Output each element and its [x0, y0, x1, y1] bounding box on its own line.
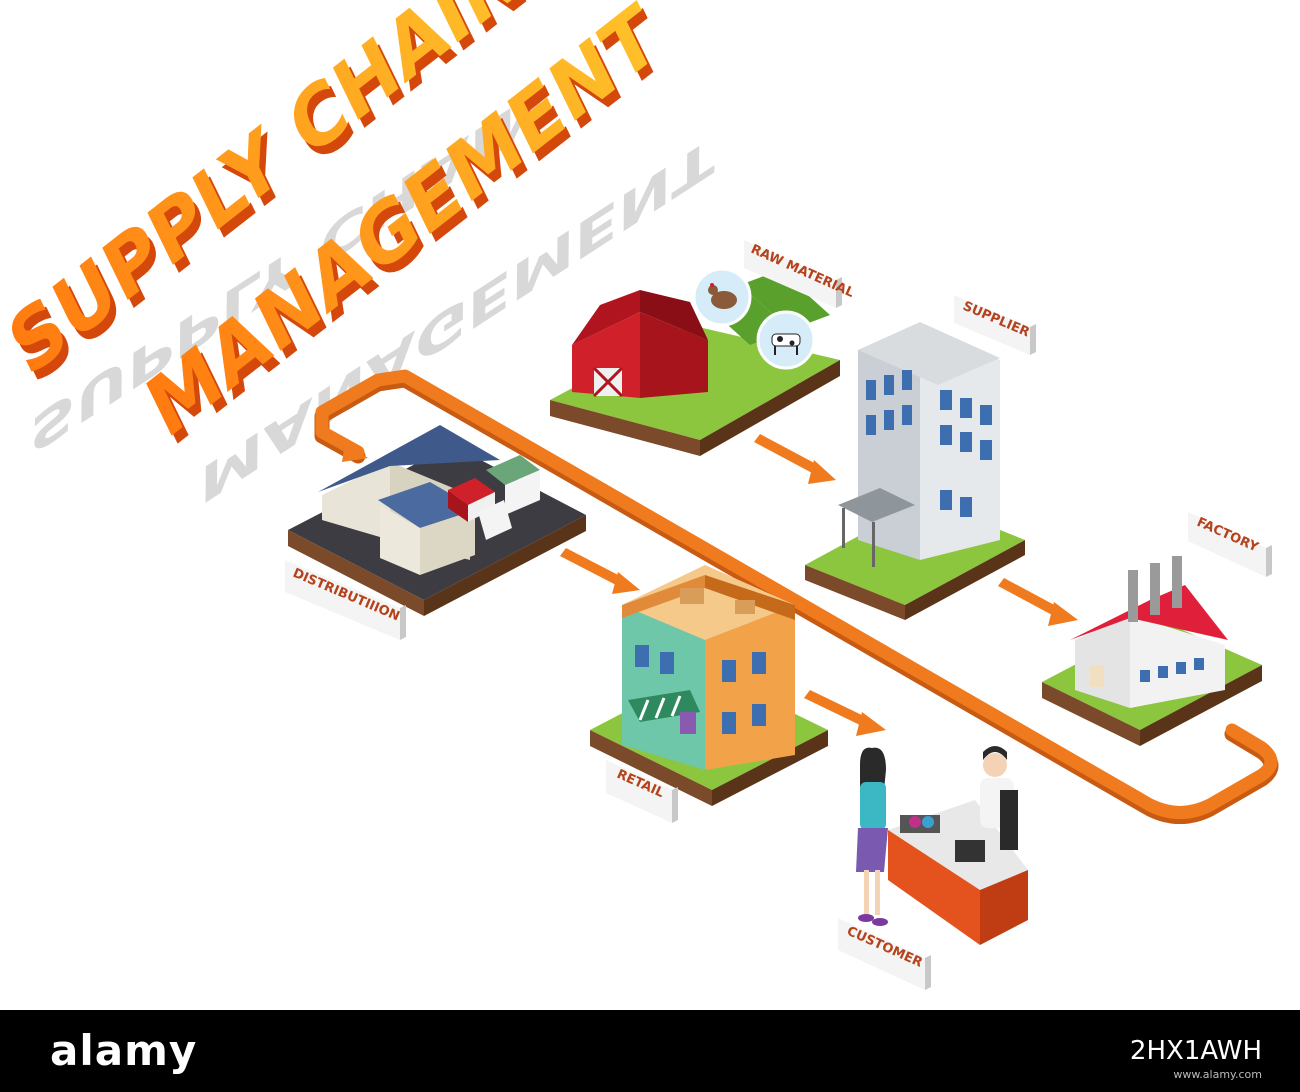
flow-arrows — [560, 434, 1078, 736]
label-factory: FACTORY — [1188, 512, 1272, 577]
checkout-counter — [888, 800, 1028, 945]
customer-scene — [856, 746, 1028, 945]
shop-building-icon — [622, 565, 795, 770]
truck-icon — [448, 455, 540, 540]
site-url: www.alamy.com — [1173, 1068, 1262, 1081]
barn-icon — [572, 290, 708, 398]
arrow-supplier-to-factory — [998, 578, 1078, 626]
factory-tile — [1042, 556, 1262, 746]
raw-material-tile — [550, 267, 840, 456]
watermark-footer: alamy 2HX1AWH www.alamy.com — [0, 1010, 1300, 1092]
distribution-tile — [288, 425, 586, 616]
label-customer: CUSTOMER — [838, 918, 931, 990]
cow-icon — [756, 310, 816, 370]
route-arrowhead — [342, 442, 368, 462]
chicken-icon — [692, 267, 752, 327]
office-building-icon — [838, 322, 1000, 567]
flow-route — [314, 369, 1279, 824]
retail-tile — [590, 565, 828, 806]
label-retail: RETAIL — [606, 760, 678, 823]
title-block: SUPPLY CHAIN MANAGEMENT SUPPLY CHAIN MAN… — [0, 0, 715, 516]
arrow-retail-to-customer — [804, 690, 886, 736]
factory-icon — [1070, 556, 1228, 708]
customer-figure — [856, 747, 888, 926]
image-id: 2HX1AWH — [1129, 1036, 1262, 1066]
alamy-logo: alamy — [50, 1026, 198, 1075]
arrow-distribution-to-retail — [560, 548, 640, 594]
arrow-raw-to-supplier — [754, 434, 836, 484]
warehouse-icon — [318, 425, 500, 575]
cashier-figure — [980, 746, 1018, 850]
supply-chain-diagram: SUPPLY CHAIN MANAGEMENT SUPPLY CHAIN MAN… — [0, 0, 1279, 990]
supplier-tile — [805, 322, 1025, 620]
